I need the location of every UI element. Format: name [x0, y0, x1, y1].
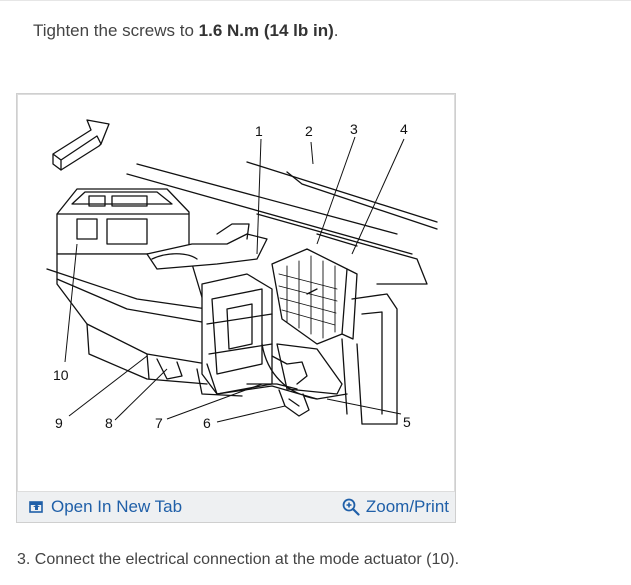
figure-toolbar: Open In New Tab Zoom/Print — [17, 492, 455, 522]
callout-6: 6 — [203, 415, 211, 431]
callout-9: 9 — [55, 415, 63, 431]
figure-card: 1 2 3 4 5 6 7 8 9 10 Open In New Tab — [16, 93, 456, 523]
direction-arrow-icon — [52, 119, 110, 171]
figure-frame — [17, 94, 455, 492]
zoom-print-link[interactable]: Zoom/Print — [342, 497, 449, 517]
callout-8: 8 — [105, 415, 113, 431]
callout-2: 2 — [305, 123, 313, 139]
instruction-text: Tighten the screws to 1.6 N.m (14 lb in)… — [33, 21, 339, 41]
callout-1: 1 — [255, 123, 263, 139]
hvac-module-diagram[interactable]: 1 2 3 4 5 6 7 8 9 10 — [17, 94, 455, 492]
open-in-new-tab-icon — [29, 500, 45, 514]
torque-value: 1.6 N.m (14 lb in) — [198, 21, 334, 40]
callout-5: 5 — [403, 414, 411, 430]
step-3-text: 3. Connect the electrical connection at … — [17, 551, 460, 568]
callout-7: 7 — [155, 415, 163, 431]
zoom-print-label: Zoom/Print — [365, 497, 449, 516]
open-in-new-tab-label: Open In New Tab — [51, 497, 183, 516]
top-divider — [0, 0, 631, 1]
callout-3: 3 — [350, 121, 358, 137]
callout-4: 4 — [400, 121, 408, 137]
zoom-in-icon — [342, 498, 360, 516]
instruction-prefix: Tighten the screws to — [33, 21, 199, 40]
open-in-new-tab-link[interactable]: Open In New Tab — [29, 497, 182, 517]
instruction-suffix: . — [333, 21, 339, 40]
callout-10: 10 — [53, 367, 69, 383]
